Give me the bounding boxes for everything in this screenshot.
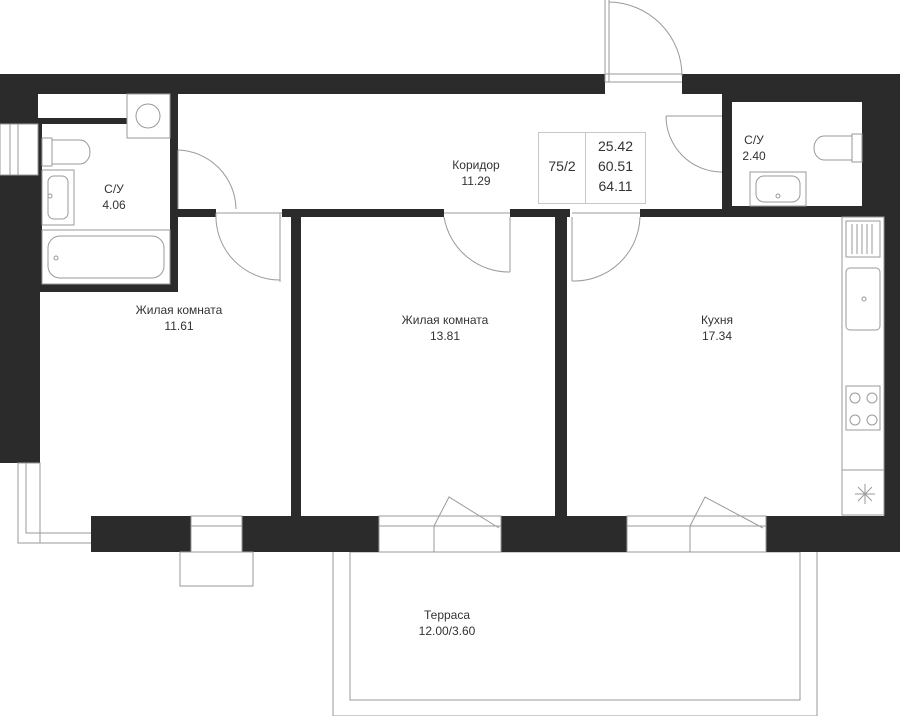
room-name: Терраса	[423, 608, 471, 622]
apartment-areas: 25.42 60.51 64.11	[586, 136, 645, 196]
room-label-corridor: Коридор 11.29	[452, 157, 499, 189]
bottom-windows	[179, 496, 767, 587]
room-name: Коридор	[452, 158, 500, 172]
room-area: 12.00/3.60	[418, 624, 476, 638]
room-area: 17.34	[701, 329, 733, 343]
area-living: 25.42	[597, 138, 634, 154]
room-area: 13.81	[429, 329, 461, 343]
apartment-code: 75/2	[548, 158, 576, 174]
interior-doors	[177, 115, 723, 282]
apartment-info-box: 75/2 25.42 60.51 64.11	[538, 132, 646, 204]
room-name: С/У	[104, 182, 124, 196]
terrace-outline	[332, 549, 818, 716]
inner-walls	[38, 94, 884, 516]
info-divider	[585, 133, 586, 203]
room-area: 11.61	[164, 319, 194, 333]
outer-walls	[0, 74, 900, 552]
room-label-bedroom2: Жилая комната 13.81	[402, 312, 489, 344]
entrance-door	[604, 0, 683, 83]
room-name: Кухня	[700, 313, 734, 327]
room-area: 4.06	[102, 198, 126, 212]
room-name: Жилая комната	[135, 303, 223, 317]
room-label-wc1: С/У 4.06	[102, 181, 125, 213]
room-label-terrace: Терраса 12.00/3.60	[419, 607, 476, 639]
bathroom1-fixtures	[41, 93, 171, 285]
area-total: 60.51	[597, 158, 634, 174]
area-total-with-terrace: 64.11	[598, 178, 633, 194]
bathroom2-fixtures	[749, 133, 863, 207]
room-label-kitchen: Кухня 17.34	[701, 312, 733, 344]
room-area: 11.29	[461, 174, 491, 188]
left-windows	[0, 123, 91, 544]
room-name: С/У	[744, 133, 764, 147]
room-name: Жилая комната	[401, 313, 489, 327]
room-label-wc2: С/У 2.40	[742, 132, 765, 164]
room-area: 2.40	[742, 149, 766, 163]
room-label-bedroom1: Жилая комната 11.61	[136, 302, 223, 334]
kitchen-fixtures	[841, 216, 885, 516]
